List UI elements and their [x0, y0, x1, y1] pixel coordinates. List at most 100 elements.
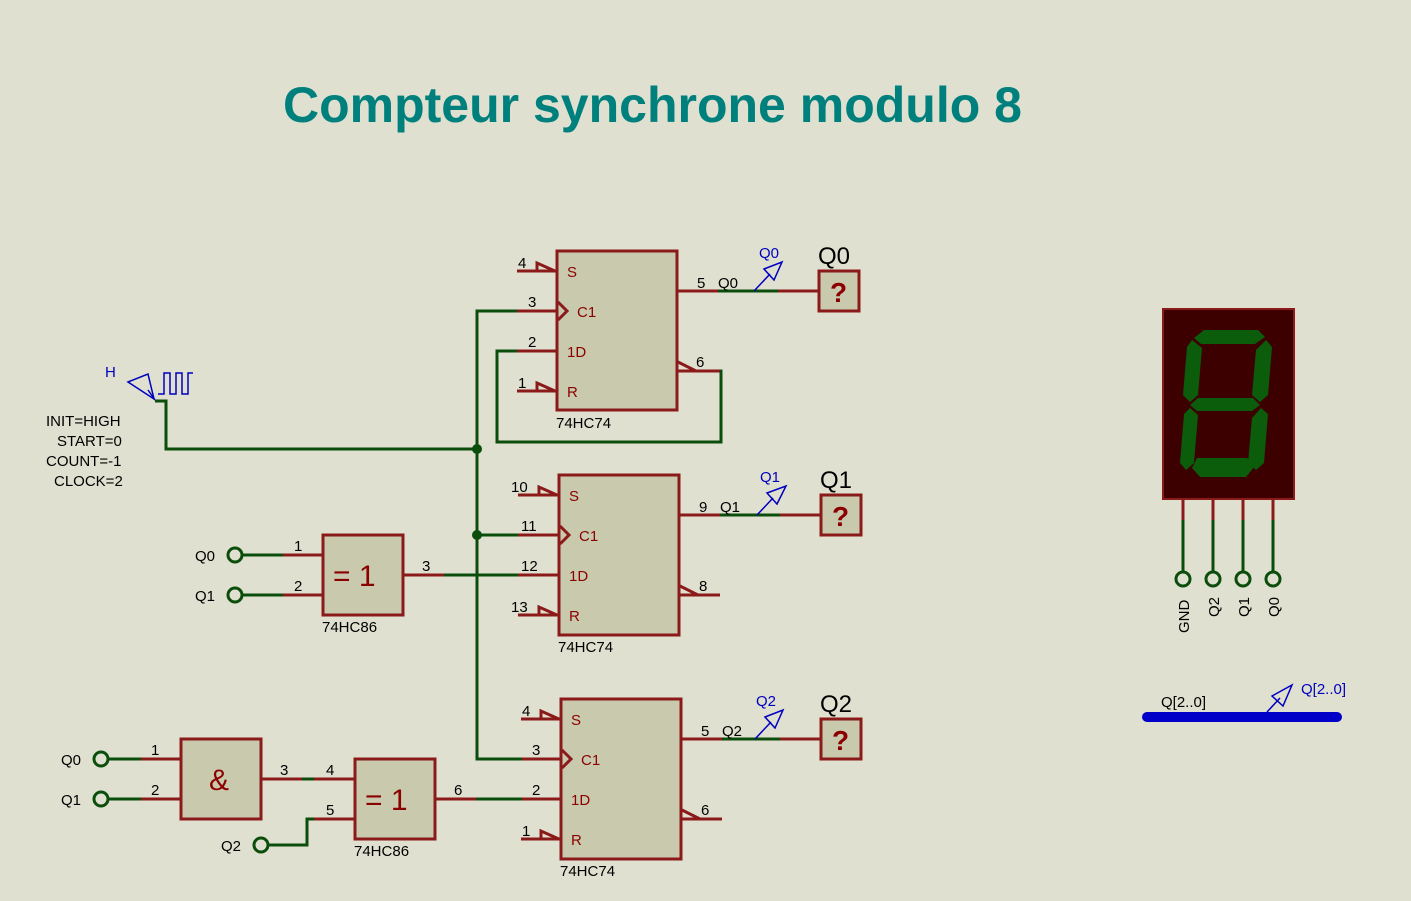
terminal-label: Q1 — [195, 588, 215, 605]
input-terminal-q1[interactable] — [92, 790, 110, 808]
display-terminal-q0[interactable] — [1264, 570, 1282, 588]
junction-dot — [472, 444, 482, 454]
display-pin-label: GND — [1176, 600, 1193, 634]
input-terminal-q0[interactable] — [92, 750, 110, 768]
flipflop-q1[interactable]: 10 S 11 C1 12 1D 13 R 9 8 74HC74 — [511, 473, 720, 656]
pin-number: 13 — [511, 599, 528, 616]
clock-prop-count: COUNT=-1 — [46, 453, 121, 470]
pin-number: 4 — [326, 762, 334, 779]
q1-output-net[interactable]: Q1 Q1 — [720, 469, 821, 517]
pin-number: 6 — [454, 782, 462, 799]
pin-label: C1 — [577, 304, 596, 321]
gate-symbol: = 1 — [333, 560, 376, 593]
pin-number: 6 — [696, 354, 704, 371]
segment-g — [1190, 398, 1260, 411]
gate-symbol: & — [209, 764, 229, 797]
pin-number: 1 — [294, 538, 302, 555]
seven-segment-display[interactable]: GND Q2 Q1 Q0 — [1162, 308, 1295, 634]
xor-gate-2[interactable]: 4 Q2 5 = 1 6 74HC86 — [221, 757, 476, 860]
probe-value: ? — [832, 501, 849, 532]
bus-generator-arrow-icon — [1270, 683, 1294, 708]
part-reference: 74HC74 — [560, 863, 615, 880]
pin-label: 1D — [571, 792, 590, 809]
pin-number: 4 — [518, 255, 526, 272]
pin-number: 5 — [701, 723, 709, 740]
flipflop-q0[interactable]: 4 S 3 C1 2 1D 1 R 5 6 74HC74 — [517, 249, 720, 432]
q0-output-net[interactable]: Q0 Q0 — [718, 245, 818, 293]
part-reference: 74HC86 — [322, 619, 377, 636]
generator-arrow-icon — [126, 372, 156, 401]
and-gate[interactable]: Q0 Q1 1 2 & 3 — [61, 737, 302, 821]
net-generator-label: Q0 — [759, 245, 779, 262]
pin-label: S — [569, 488, 579, 505]
probe-value: ? — [832, 725, 849, 756]
display-pins — [1181, 499, 1275, 572]
net-label: Q2 — [722, 723, 742, 740]
pin-number: 12 — [521, 558, 538, 575]
segment-e — [1180, 408, 1198, 470]
part-reference: 74HC74 — [556, 415, 611, 432]
segment-b — [1252, 340, 1272, 402]
net-label: Q1 — [720, 499, 740, 516]
pin-number: 4 — [522, 703, 530, 720]
logic-probe-q2[interactable]: Q2 ? — [819, 691, 863, 761]
pin-label: 1D — [567, 344, 586, 361]
clock-prop-init: INIT=HIGH — [46, 413, 121, 430]
pin-number: 8 — [699, 578, 707, 595]
display-segments — [1180, 330, 1272, 477]
clock-label: H — [105, 364, 116, 381]
input-terminal-q1[interactable] — [226, 586, 244, 604]
terminal-label: Q2 — [221, 838, 241, 855]
display-pin-label: Q0 — [1266, 597, 1283, 617]
logic-probe-q0[interactable]: Q0 ? — [817, 243, 861, 313]
display-terminal-q1[interactable] — [1234, 570, 1252, 588]
clock-prop-clock: CLOCK=2 — [54, 473, 123, 490]
flipflop-q2[interactable]: 4 S 3 C1 2 1D 1 R 5 6 74HC74 — [521, 697, 722, 880]
pin-label: S — [567, 264, 577, 281]
net-label: Q0 — [718, 275, 738, 292]
pin-number: 2 — [294, 578, 302, 595]
input-terminal-q2[interactable] — [252, 836, 270, 854]
pin-number: 3 — [280, 762, 288, 779]
feedback-wire[interactable] — [495, 349, 723, 444]
pin-number: 1 — [151, 742, 159, 759]
terminal-label: Q0 — [61, 752, 81, 769]
q2-output-net[interactable]: Q2 Q2 — [722, 693, 821, 741]
pin-number: 3 — [532, 742, 540, 759]
input-terminal-q0[interactable] — [226, 546, 244, 564]
probe-value: ? — [830, 277, 847, 308]
pin-number: 1 — [518, 375, 526, 392]
segment-d — [1192, 458, 1255, 477]
pin-number: 1 — [522, 823, 530, 840]
pin-label: R — [571, 832, 582, 849]
net-generator-label: Q1 — [760, 469, 780, 486]
pin-label: R — [567, 384, 578, 401]
probe-label: Q0 — [818, 243, 850, 270]
terminal-label: Q1 — [61, 792, 81, 809]
display-terminal-gnd[interactable] — [1174, 570, 1192, 588]
xor-gate-1[interactable]: Q0 Q1 1 2 = 1 3 74HC86 — [195, 533, 444, 636]
logic-probe-q1[interactable]: Q1 ? — [819, 467, 863, 537]
pin-number: 5 — [697, 275, 705, 292]
bus-q[interactable]: Q[2..0] Q[2..0] — [1142, 681, 1346, 722]
pin-number: 10 — [511, 479, 528, 496]
segment-f — [1183, 340, 1202, 402]
terminal-label: Q0 — [195, 548, 215, 565]
pin-label: R — [569, 608, 580, 625]
part-reference: 74HC74 — [558, 639, 613, 656]
pin-number: 6 — [701, 802, 709, 819]
pin-number: 2 — [151, 782, 159, 799]
display-terminal-q2[interactable] — [1204, 570, 1222, 588]
part-reference: 74HC86 — [354, 843, 409, 860]
pin-number: 2 — [528, 334, 536, 351]
clock-generator[interactable]: H INIT=HIGH START=0 COUNT=-1 CLOCK=2 — [46, 364, 193, 490]
net-generator-arrow-icon — [763, 708, 785, 730]
clock-net[interactable] — [155, 309, 522, 761]
junction-dot — [472, 530, 482, 540]
pin-label: C1 — [579, 528, 598, 545]
bus-label: Q[2..0] — [1161, 694, 1206, 711]
square-wave-icon — [158, 372, 193, 395]
bus-generator-label: Q[2..0] — [1301, 681, 1346, 698]
gate-symbol: = 1 — [365, 784, 408, 817]
